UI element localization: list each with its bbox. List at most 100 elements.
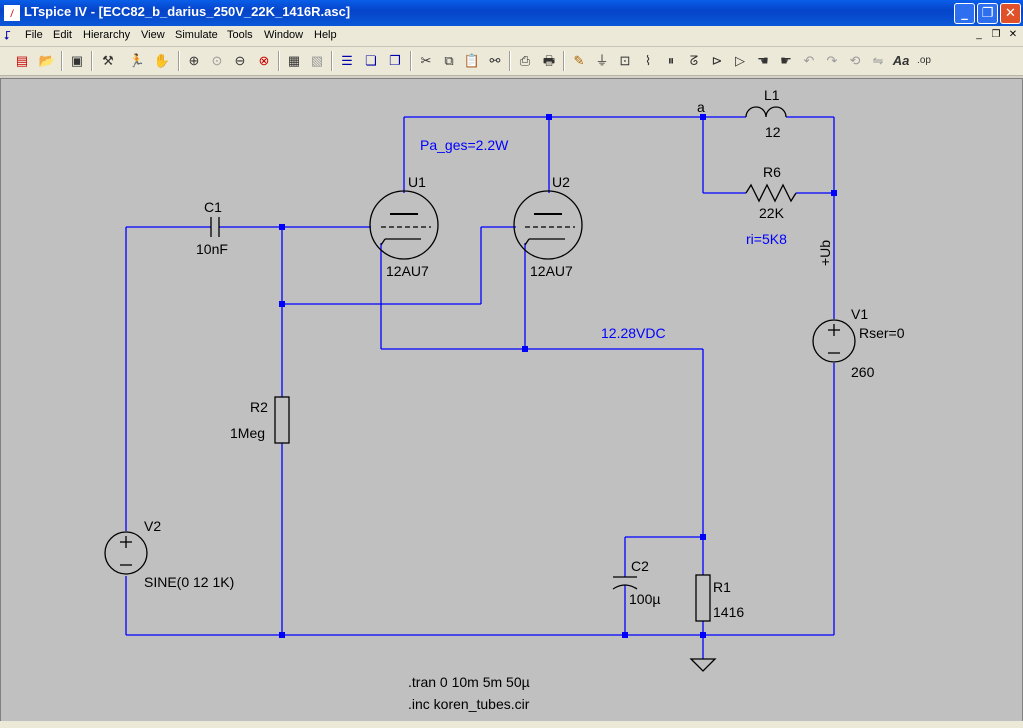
drag-hand-icon[interactable]: ☛	[780, 53, 792, 68]
spice-directive-icon[interactable]: .op	[917, 55, 931, 66]
toolbar-separator	[410, 51, 412, 71]
cascade-icon[interactable]: ❏	[365, 53, 377, 68]
menu-tools[interactable]: Tools	[227, 29, 253, 41]
l1-name: L1	[764, 87, 780, 103]
schematic-canvas[interactable]: C1 10nF U1 12AU7 U2 12AU7 a L1 12 R6 22K…	[0, 78, 1023, 722]
r6-value: 22K	[759, 205, 785, 221]
pa-ges-annotation: Pa_ges=2.2W	[420, 137, 509, 153]
tran-directive: .tran 0 10m 5m 50µ	[408, 674, 530, 690]
text-icon[interactable]: Aa	[892, 53, 910, 68]
u1-model: 12AU7	[386, 263, 429, 279]
c2-value: 100µ	[629, 591, 660, 607]
resistor-icon[interactable]: ⌇	[644, 53, 652, 68]
window-title: LTspice IV - [ECC82_b_darius_250V_22K_14…	[24, 4, 351, 19]
run-icon[interactable]: 🏃	[128, 53, 146, 68]
toolbar-separator	[331, 51, 333, 71]
l1-value: 12	[765, 124, 781, 140]
u2-name: U2	[552, 174, 570, 190]
r1-value: 1416	[713, 604, 744, 620]
menu-edit[interactable]: Edit	[53, 29, 72, 41]
new-schematic-icon[interactable]: ▤	[15, 53, 29, 68]
tile-horizontal-icon[interactable]: ☰	[341, 53, 353, 68]
schematic-doc-icon[interactable]: ⮦	[4, 28, 12, 42]
doc-minimize-button[interactable]: _	[976, 29, 982, 40]
component-icon[interactable]: ▷	[735, 53, 745, 68]
title-bar: / LTspice IV - [ECC82_b_darius_250V_22K_…	[0, 0, 1023, 26]
menu-help[interactable]: Help	[314, 29, 337, 41]
undo-icon[interactable]: ↶	[803, 53, 815, 68]
r2-value: 1Meg	[230, 425, 265, 441]
move-hand-icon[interactable]: ☚	[757, 53, 769, 68]
ltspice-app-icon[interactable]: /	[4, 5, 20, 21]
menu-simulate[interactable]: Simulate	[175, 29, 218, 41]
junction-dots	[279, 114, 837, 638]
doc-restore-button[interactable]: ❐	[991, 29, 1001, 40]
menu-view[interactable]: View	[141, 29, 165, 41]
r1-name: R1	[713, 579, 731, 595]
toolbar-separator	[91, 51, 93, 71]
c2-name: C2	[631, 558, 649, 574]
toolbar-separator	[278, 51, 280, 71]
toolbar-separator	[178, 51, 180, 71]
r2-name: R2	[250, 399, 268, 415]
zoom-fit-icon[interactable]: ⊗	[258, 53, 270, 68]
v1-value: 260	[851, 364, 875, 380]
status-bar	[0, 721, 1023, 728]
maximize-button[interactable]: ❐	[977, 3, 998, 24]
print-setup-icon[interactable]: ⎙	[519, 53, 531, 68]
mirror-icon[interactable]: ⇋	[872, 53, 884, 68]
node-a-label: a	[697, 99, 705, 115]
label-net-icon[interactable]: ⊡	[619, 53, 631, 68]
print-icon[interactable]: 🖶	[542, 53, 556, 68]
annotation-labels: Pa_ges=2.2W ri=5K8 12.28VDC	[420, 137, 787, 341]
rotate-icon[interactable]: ⟲	[849, 53, 861, 68]
menu-bar: ⮦ File Edit Hierarchy View Simulate Tool…	[0, 26, 1023, 47]
inc-directive: .inc koren_tubes.cir	[408, 696, 530, 712]
pan-icon[interactable]: ⊙	[211, 53, 223, 68]
close-button[interactable]: ✕	[1000, 3, 1021, 24]
paste-icon[interactable]: 📋	[463, 53, 481, 68]
toolbar-separator	[509, 51, 511, 71]
halt-hand-icon[interactable]: ✋	[153, 53, 171, 68]
control-panel-hammer-icon[interactable]: ⚒	[102, 53, 114, 68]
minimize-button[interactable]: _	[954, 3, 975, 24]
redo-icon[interactable]: ↷	[826, 53, 838, 68]
draw-wire-icon[interactable]: ✎	[573, 53, 585, 68]
r6-name: R6	[763, 164, 781, 180]
component-labels: C1 10nF U1 12AU7 U2 12AU7 a L1 12 R6 22K…	[144, 87, 905, 712]
vdc-annotation: 12.28VDC	[601, 325, 666, 341]
schematic-drawing: C1 10nF U1 12AU7 U2 12AU7 a L1 12 R6 22K…	[104, 87, 905, 712]
u1-name: U1	[408, 174, 426, 190]
ri-annotation: ri=5K8	[746, 231, 787, 247]
v1-rser: Rser=0	[859, 325, 905, 341]
ground-icon[interactable]: ⏚	[595, 53, 609, 68]
v2-name: V2	[144, 518, 161, 534]
manual-limits-icon[interactable]: ▧	[310, 53, 324, 68]
inductor-icon[interactable]: ᘔ	[689, 53, 699, 68]
v1-name: V1	[851, 306, 868, 322]
v2-value: SINE(0 12 1K)	[144, 574, 234, 590]
tile-vertical-icon[interactable]: ❐	[389, 53, 401, 68]
ub-net-label: +Ub	[817, 240, 833, 266]
menu-hierarchy[interactable]: Hierarchy	[83, 29, 131, 41]
zoom-out-icon[interactable]: ⊖	[234, 53, 246, 68]
u2-model: 12AU7	[530, 263, 573, 279]
menu-file[interactable]: File	[25, 29, 43, 41]
cut-icon[interactable]: ✂	[420, 53, 432, 68]
find-binoculars-icon[interactable]: ⚯	[489, 53, 501, 68]
components	[104, 106, 856, 672]
save-icon[interactable]: ▣	[70, 53, 84, 68]
diode-icon[interactable]: ⊳	[711, 53, 723, 68]
copy-icon[interactable]: ⧉	[444, 53, 454, 68]
menu-window[interactable]: Window	[264, 29, 304, 41]
toolbar: ▤ 📂 ▣ ⚒ 🏃 ✋ ⊕ ⊙ ⊖ ⊗ ▦ ▧ ☰ ❏ ❐ ✂ ⧉ 📋 ⚯ ⎙ …	[0, 47, 1023, 76]
c1-value: 10nF	[196, 241, 228, 257]
zoom-in-icon[interactable]: ⊕	[188, 53, 200, 68]
capacitor-icon[interactable]: ⏸	[667, 53, 675, 68]
doc-close-button[interactable]: ✕	[1008, 29, 1018, 40]
toolbar-separator	[61, 51, 63, 71]
autorange-icon[interactable]: ▦	[287, 53, 301, 68]
toolbar-separator	[563, 51, 565, 71]
open-folder-icon[interactable]: 📂	[38, 53, 56, 68]
c1-name: C1	[204, 199, 222, 215]
